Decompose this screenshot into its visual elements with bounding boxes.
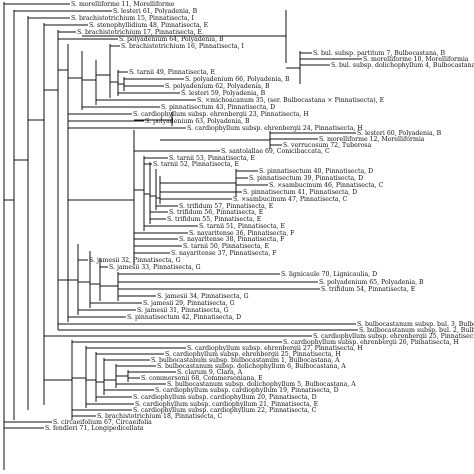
- leaf-label: S. cardiophyllum subsp. ehrenbergii 24, …: [187, 125, 363, 132]
- leaf-label: S. stenophyllidium 48, Pinnatisecta, E: [89, 22, 209, 29]
- leaf-label: S. morelliforme 12, Morelliformia: [319, 136, 425, 143]
- leaf-label: S. cardiophyllum subsp. cardiophyllum 20…: [133, 394, 317, 401]
- leaf-label: S. pinnatisectum 42, Pinnatisecta, D: [127, 314, 241, 321]
- leaf-label: S. verrucosum 72, Tuberosa: [283, 142, 372, 149]
- leaf-label: S. brachistotrichium 15, Pinnatisecta, I: [71, 15, 195, 22]
- leaf-label: S. tarnii 50, Pinnatisecta, E: [183, 243, 269, 250]
- leaf-label: S. pinnatisectum 40, Pinnatisecta, D: [259, 168, 373, 175]
- leaf-label: S. cardiophyllum subsp. cardiophyllum 19…: [155, 387, 339, 394]
- leaf-label: S. lesteri 60, Polyadenia, B: [357, 130, 442, 137]
- leaf-label: S. nayaritense 38, Pinnatisecta, F: [179, 236, 285, 243]
- leaf-label: S. lignicaule 70, Lignicaulia, D: [281, 271, 377, 278]
- leaf-label: S. bulbocastanum subsp. bulbocastanum 1,…: [151, 357, 340, 364]
- leaf-label: S. santolallae 69, Conicibaccata, C: [221, 148, 330, 155]
- leaf-label: S. trifidum 54, Pinnatisecta, E: [321, 286, 416, 293]
- leaf-label: S. morelliforme 11, Morelliforme: [71, 1, 175, 8]
- leaf-label: S. polyadenium 64, Polyadenia, B: [119, 36, 224, 43]
- leaf-label: S. tarnii 49, Pinnatisecta, E: [129, 69, 215, 76]
- leaf-label: S. ×sambucinum 47, Pinnatisecta, C: [233, 196, 348, 203]
- leaf-label: S. jamesii 34, Pinnatisecta, G: [157, 293, 249, 300]
- leaf-label: S. commersonii 68, Commersoniana, E: [141, 375, 263, 382]
- leaf-label: S. bulbocastanum subsp. bul. 2, Bulbocas…: [359, 327, 474, 334]
- leaf-label: S. trifidum 57, Pinnatisecta, E: [179, 203, 274, 210]
- leaf-label: S. cardiophyllum subsp. ehrenbergii 25, …: [313, 333, 474, 340]
- leaf-label: S. ×michoacanum 35, (ser. Bulbocastana ×…: [197, 97, 385, 104]
- leaf-label: S. trifidum 56, Pinnatisecta, E: [169, 209, 264, 216]
- leaf-label: S. bulbocastanum subsp. dolichophyllum 5…: [167, 381, 356, 388]
- leaf-label: S. cardiophyllum subsp. cardiophyllum 21…: [135, 401, 319, 408]
- leaf-label: S. lesteri 61, Polyadenia, B: [113, 8, 198, 15]
- leaf-label: S. cardiophyllum subsp. ehrenbergii 23, …: [133, 111, 309, 118]
- leaf-label: S. jamesii 33, Pinnatisecta, G: [109, 264, 201, 271]
- leaf-label: S. trifidum 55, Pinnatisecta, E: [167, 216, 262, 223]
- leaf-label: S. pinnatisectum 39, Pinnatisecta, D: [249, 175, 363, 182]
- leaf-label: S. pinnatisectum 41, Pinnatisecta, D: [243, 189, 357, 196]
- leaf-label: S. jamesii 32, Pinnatisecta, G: [89, 257, 181, 264]
- leaf-label: S. polyadenium 65, Polyadenia, B: [319, 279, 424, 286]
- leaf-label: S. bulbocastanum subsp. dolichophyllum 6…: [157, 363, 346, 370]
- leaf-label: S. cardiophyllum subsp. ehrenbergii 26, …: [283, 339, 459, 346]
- leaf-label: S. circaeifolium 67, Circaeifolia: [53, 419, 152, 426]
- leaf-label: S. pinnatisectum 43, Pinnatisecta, D: [161, 104, 275, 111]
- leaf-label: S. fendleri 71, Longipedicellata: [45, 425, 144, 432]
- leaf-label: S. tarnii 53, Pinnatisecta, E: [169, 155, 255, 162]
- leaf-label: S. bul. subsp. partitum 7, Bulbocastana,…: [313, 50, 446, 57]
- leaf-label: S. polyadenium 66, Polyadenia, B: [185, 76, 290, 83]
- leaf-label: S. clarum 9, Clara, A: [177, 369, 243, 376]
- leaf-label: S. brachistotrichium 17, Pinnatisecta, E: [77, 29, 203, 36]
- leaf-label: S. ×sambucinum 46, Pinnatisecta, C: [269, 182, 384, 189]
- leaf-label: S. nayaritense 36, Pinnatisecta, F: [189, 230, 295, 237]
- leaf-label: S. tarnii 52, Pinnatisecta, E: [153, 161, 239, 168]
- leaf-label: S. bulbocastanum subsp. bul. 3, Bulbocas…: [357, 321, 474, 328]
- leaf-label: S. polyadenium 63, Polyadenia, B: [145, 118, 250, 125]
- leaf-label: S. jamesii 29, Pinnatisecta, G: [143, 300, 235, 307]
- leaf-label: S. lesteri 59, Polyadenia, B: [181, 90, 266, 97]
- leaf-label: S. cardiophyllum subsp. ehrenbergii 25, …: [165, 351, 341, 358]
- leaf-label: S. cardiophyllum subsp. ehrenbergii 27, …: [187, 345, 363, 352]
- leaf-label: S. cardiophyllum subsp. cardiophyllum 22…: [133, 407, 317, 414]
- leaf-label: S. nayaritense 37, Pinnatisecta, F: [171, 250, 277, 257]
- leaf-label: S. morelliforme 10, Morelliformia: [363, 56, 469, 63]
- leaf-label: S. bul. subsp. dolichophyllum 4, Bulboca…: [331, 62, 474, 69]
- leaf-label: S. brachistotrichium 18, Pinnatisecta, C: [97, 413, 223, 420]
- leaf-label: S. polyadenium 62, Polyadenia, B: [165, 83, 270, 90]
- leaf-label: S. brachistotrichium 16, Pinnatisecta, I: [121, 43, 245, 50]
- leaf-label: S. tarnii 51, Pinnatisecta, E: [199, 223, 285, 230]
- leaf-label: S. jamesii 31, Pinnatisecta, G: [137, 307, 229, 314]
